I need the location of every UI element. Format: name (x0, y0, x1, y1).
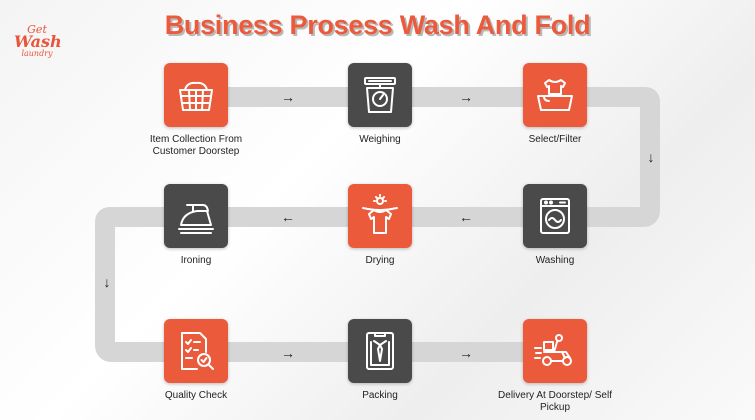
logo-line-2: Wash (14, 32, 62, 51)
packed-shirt-icon (366, 332, 394, 370)
scale-icon (364, 77, 396, 113)
arrow-down: ↓ (647, 149, 655, 165)
step-delivery: Delivery At Doorstep/ Self Pickup (490, 319, 620, 414)
arrow-left: ← (459, 209, 473, 225)
step-label: Weighing (359, 134, 401, 145)
step-label: Quality Check (164, 390, 228, 401)
step-label: Item Collection From Customer Doorstep (149, 134, 243, 157)
delivery-scooter-icon (534, 334, 572, 366)
step-quality-check: Quality Check (131, 319, 261, 402)
arrow-right: → (281, 345, 295, 361)
drying-shirt-icon (362, 194, 398, 234)
step-drying: Drying (315, 184, 445, 267)
arrow-left: ← (281, 209, 295, 225)
arrow-right: → (459, 89, 473, 105)
step-item-collection: Item Collection From Customer Doorstep (131, 63, 261, 158)
step-label: Select/Filter (528, 134, 582, 145)
step-label: Delivery At Doorstep/ Self Pickup (498, 390, 612, 413)
step-packing: Packing (315, 319, 445, 402)
step-select-filter: Select/Filter (490, 63, 620, 146)
arrow-right: → (281, 89, 295, 105)
laundry-basket-icon (179, 81, 213, 111)
step-label: Drying (365, 255, 395, 266)
step-washing: Washing (490, 184, 620, 267)
arrow-right: → (459, 345, 473, 361)
shirt-tub-icon (537, 79, 573, 111)
logo-line-1: Get (27, 23, 47, 36)
logo-line-3: laundry (21, 49, 53, 58)
iron-icon (178, 204, 214, 234)
step-label: Ironing (180, 255, 212, 266)
step-ironing: Ironing (131, 184, 261, 267)
step-label: Packing (362, 390, 398, 401)
diagram-title: Business Prosess Wash And Fold (164, 10, 591, 40)
washing-machine-icon (540, 198, 570, 234)
step-label: Washing (535, 255, 575, 266)
checklist-icon (181, 332, 214, 370)
step-weighing: Weighing (315, 63, 445, 146)
arrow-down: ↓ (103, 274, 111, 290)
brand-logo: Get Wash laundry (14, 23, 62, 64)
